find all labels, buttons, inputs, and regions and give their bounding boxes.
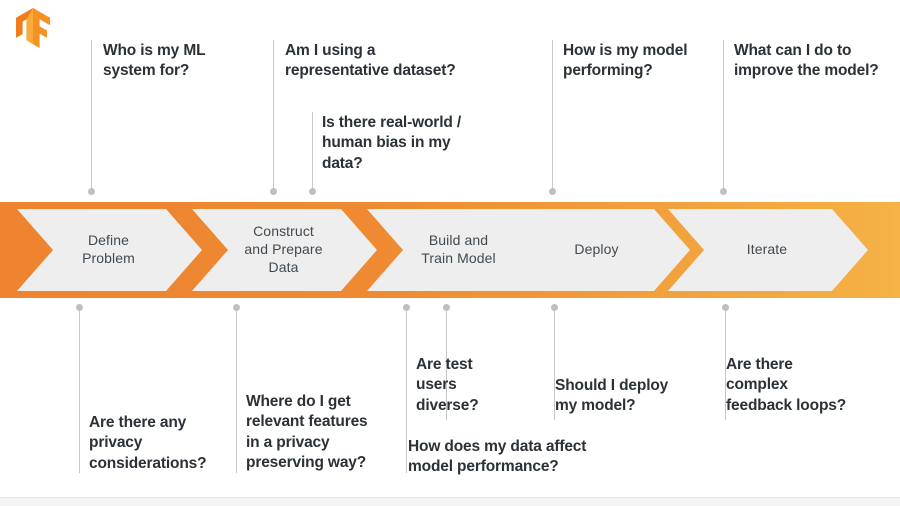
question-below-privacy-considerations: Are there any privacy considerations? xyxy=(89,414,207,472)
pipeline-stage-label: Deploy xyxy=(574,241,619,258)
pipeline-stage-label: Construct and Prepare Data xyxy=(244,223,323,275)
pipeline-stage-label: Define Problem xyxy=(82,232,135,266)
leader-line-real-world-human-bias xyxy=(312,112,313,190)
leader-line-privacy-considerations xyxy=(79,310,80,473)
tensorflow-logo xyxy=(16,8,50,48)
question-above-who-is-my-ml-system-for: Who is my ML system for? xyxy=(103,42,206,80)
question-below-relevant-features-privacy: Where do I get relevant features in a pr… xyxy=(246,393,368,472)
leader-dot-improve-the-model xyxy=(720,188,727,195)
leader-dot-representative-dataset xyxy=(270,188,277,195)
leader-line-complex-feedback-loops xyxy=(725,310,726,420)
leader-dot-privacy-considerations xyxy=(76,304,83,311)
pipeline-stage-label: Iterate xyxy=(746,241,788,258)
pipeline-stage-define-problem[interactable]: Define Problem xyxy=(17,209,202,291)
leader-line-data-affect-model-performance xyxy=(446,310,447,420)
leader-line-improve-the-model xyxy=(723,40,724,190)
leader-dot-real-world-human-bias xyxy=(309,188,316,195)
question-above-representative-dataset: Am I using a representative dataset? xyxy=(285,42,456,80)
leader-line-representative-dataset xyxy=(273,40,274,190)
leader-dot-how-is-my-model-performing xyxy=(549,188,556,195)
leader-line-should-i-deploy-my-model xyxy=(554,310,555,420)
leader-line-how-is-my-model-performing xyxy=(552,40,553,190)
leader-dot-are-test-users-diverse xyxy=(403,304,410,311)
question-above-real-world-human-bias: Is there real-world / human bias in my d… xyxy=(322,114,461,172)
question-below-complex-feedback-loops: Are there complex feedback loops? xyxy=(726,356,847,414)
pipeline-stage-label: Build and Train Model xyxy=(421,232,496,266)
leader-dot-data-affect-model-performance xyxy=(443,304,450,311)
leader-dot-relevant-features-privacy xyxy=(233,304,240,311)
leader-line-who-is-my-ml-system-for xyxy=(91,40,92,190)
leader-dot-should-i-deploy-my-model xyxy=(551,304,558,311)
ml-workflow-band: Define Problem Construct and Prepare Dat… xyxy=(0,202,900,298)
question-below-are-test-users-diverse: Are test users diverse? xyxy=(416,356,479,414)
pipeline-stage-construct-prepare-data[interactable]: Construct and Prepare Data xyxy=(192,209,377,291)
leader-dot-who-is-my-ml-system-for xyxy=(88,188,95,195)
pipeline-stage-iterate[interactable]: Iterate xyxy=(668,209,868,291)
leader-line-relevant-features-privacy xyxy=(236,310,237,473)
question-above-how-is-my-model-performing: How is my model performing? xyxy=(563,42,688,80)
leader-line-are-test-users-diverse xyxy=(406,310,407,473)
leader-dot-complex-feedback-loops xyxy=(722,304,729,311)
question-below-data-affect-model-performance: How does my data affect model performanc… xyxy=(408,438,587,476)
question-below-should-i-deploy-my-model: Should I deploy my model? xyxy=(555,377,669,415)
footer-rule xyxy=(0,497,900,506)
question-above-improve-the-model: What can I do to improve the model? xyxy=(734,42,879,80)
